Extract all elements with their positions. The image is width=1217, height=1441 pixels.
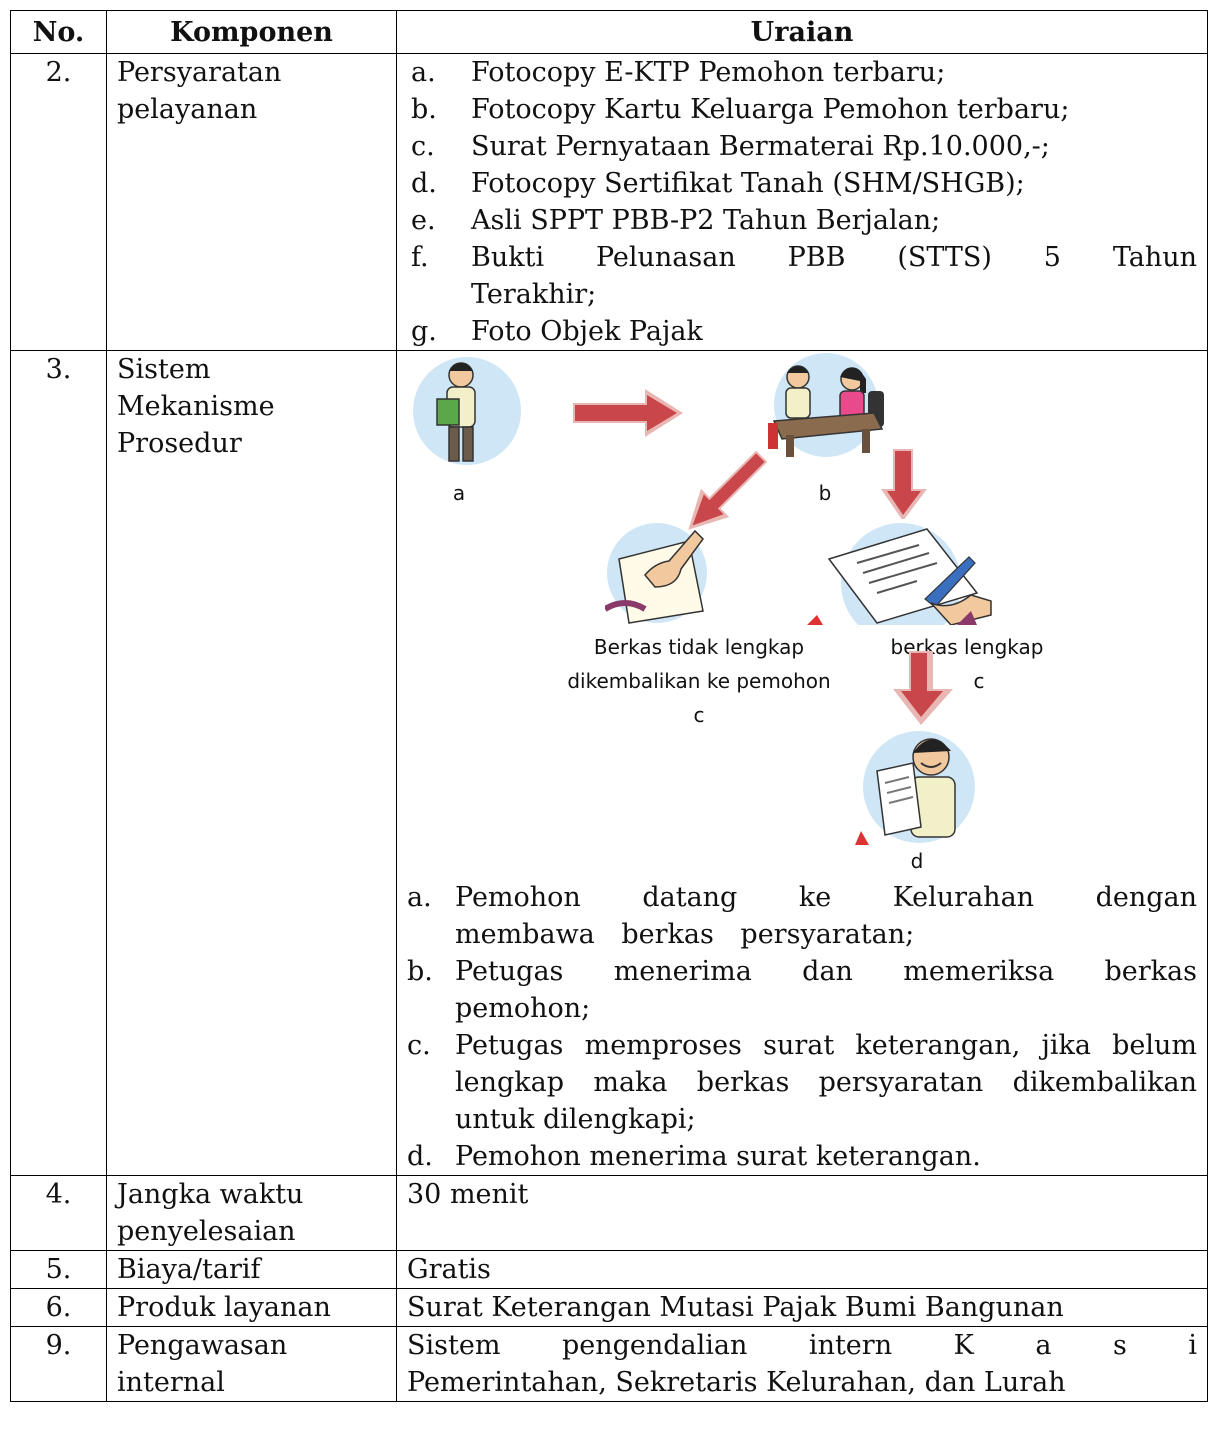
complete-label-c: c — [973, 669, 985, 693]
item-letter: b. — [411, 94, 437, 125]
row-uraian: a b — [396, 350, 1208, 1176]
arrow-down-left-icon — [669, 447, 781, 539]
row-uraian: Sistem pengendalian intern K a s i Pemer… — [396, 1326, 1208, 1402]
item-letter: a. — [411, 57, 436, 88]
row-number: 3. — [10, 350, 107, 1176]
header-uraian: Uraian — [396, 10, 1208, 54]
table-row: 3. Sistem Mekanisme Prosedur — [10, 350, 1208, 1176]
row-uraian: 30 menit — [396, 1175, 1208, 1251]
list-item: c. Surat Pernyataan Bermaterai Rp.10.000,… — [407, 128, 1197, 165]
table-row: 2. Persyaratan pelayanan a. Fotocopy E-KT… — [10, 53, 1208, 351]
requirements-list: a. Fotocopy E-KTP Pemohon terbaru; b. Foto… — [407, 54, 1197, 350]
row-number: 2. — [10, 53, 107, 351]
step-text: Pemohon datang ke Kelurahan dengan memba… — [455, 882, 1197, 950]
table-row: 6. Produk layanan Surat Keterangan Mutas… — [10, 1288, 1208, 1327]
step-letter: a. — [407, 882, 432, 913]
header-no: No. — [10, 10, 107, 54]
arrow-down-icon — [893, 651, 955, 725]
officer-desk-illustration — [764, 351, 888, 463]
row-uraian: Gratis — [396, 1250, 1208, 1289]
row-number: 5. — [10, 1250, 107, 1289]
step-label-a: a — [452, 481, 466, 505]
incomplete-label-c: c — [693, 703, 705, 727]
incomplete-label-line2: dikembalikan ke pemohon — [567, 669, 831, 693]
list-item: a. Pemohon datang ke Kelurahan dengan mem… — [407, 879, 1197, 953]
procedure-flow-diagram: a b — [399, 351, 1189, 879]
service-standard-table: No. Komponen Uraian 2. Persyaratan pelay… — [10, 10, 1208, 1402]
item-letter: g. — [411, 316, 437, 347]
list-item: e. Asli SPPT PBB-P2 Tahun Berjalan; — [407, 202, 1197, 239]
row-uraian: a. Fotocopy E-KTP Pemohon terbaru; b. Foto… — [396, 53, 1208, 351]
step-letter: b. — [407, 956, 433, 987]
table-row: 4. Jangka waktu penyelesaian 30 menit — [10, 1175, 1208, 1251]
row-komponen: Sistem Mekanisme Prosedur — [106, 350, 397, 1176]
list-item: c. Petugas memproses surat keterangan, ji… — [407, 1027, 1197, 1138]
item-letter: d. — [411, 168, 437, 199]
step-text: Petugas memproses surat keterangan, jika… — [455, 1030, 1197, 1135]
uraian-line: Pemerintahan, Sekretaris Kelurahan, dan … — [407, 1367, 1066, 1398]
header-komponen: Komponen — [106, 10, 397, 54]
arrow-down-icon — [881, 449, 927, 521]
step-text: Petugas menerima dan memeriksa berkas pe… — [455, 956, 1197, 1024]
item-text: Fotocopy E-KTP Pemohon terbaru; — [471, 57, 946, 88]
list-item: f. Bukti Pelunasan PBB (STTS) 5 Tahun Ter… — [407, 239, 1197, 313]
row-uraian: Surat Keterangan Mutasi Pajak Bumi Bangu… — [396, 1288, 1208, 1327]
row-komponen: Pengawasan internal — [106, 1326, 397, 1402]
signing-document-illustration — [807, 519, 995, 625]
row-komponen: Biaya/tarif — [106, 1250, 397, 1289]
row-komponen: Jangka waktu penyelesaian — [106, 1175, 397, 1251]
row-number: 4. — [10, 1175, 107, 1251]
list-item: d. Pemohon menerima surat keterangan. — [407, 1138, 1197, 1175]
arrow-right-icon — [573, 387, 685, 439]
list-item: b. Fotocopy Kartu Keluarga Pemohon terbar… — [407, 91, 1197, 128]
row-number: 9. — [10, 1326, 107, 1402]
row-number: 6. — [10, 1288, 107, 1327]
step-letter: d. — [407, 1141, 433, 1172]
item-letter: e. — [411, 205, 436, 236]
row-komponen: Persyaratan pelayanan — [106, 53, 397, 351]
item-text: Asli SPPT PBB-P2 Tahun Berjalan; — [471, 205, 941, 236]
step-label-d: d — [910, 849, 924, 873]
list-item: g. Foto Objek Pajak — [407, 313, 1197, 350]
incomplete-label-line1: Berkas tidak lengkap — [593, 635, 805, 659]
item-text: Surat Pernyataan Bermaterai Rp.10.000,-; — [471, 131, 1050, 162]
procedure-steps-list: a. Pemohon datang ke Kelurahan dengan mem… — [407, 879, 1197, 1175]
table-row: 5. Biaya/tarif Gratis — [10, 1250, 1208, 1289]
list-item: d. Fotocopy Sertifikat Tanah (SHM/SHGB); — [407, 165, 1197, 202]
item-text: Bukti Pelunasan PBB (STTS) 5 Tahun Terak… — [471, 242, 1197, 310]
item-text: Fotocopy Kartu Keluarga Pemohon terbaru; — [471, 94, 1070, 125]
item-text: Foto Objek Pajak — [471, 316, 703, 347]
item-letter: f. — [411, 242, 429, 273]
applicant-walking-illustration — [409, 353, 521, 471]
row-komponen: Produk layanan — [106, 1288, 397, 1327]
item-letter: c. — [411, 131, 435, 162]
table-row: 9. Pengawasan internal Sistem pengendali… — [10, 1326, 1208, 1402]
table-header-row: No. Komponen Uraian — [10, 10, 1208, 54]
step-text: Pemohon menerima surat keterangan. — [455, 1141, 981, 1172]
item-text: Fotocopy Sertifikat Tanah (SHM/SHGB); — [471, 168, 1025, 199]
returned-document-illustration — [605, 519, 709, 627]
list-item: b. Petugas menerima dan memeriksa berkas … — [407, 953, 1197, 1027]
list-item: a. Fotocopy E-KTP Pemohon terbaru; — [407, 54, 1197, 91]
uraian-line: Sistem pengendalian intern K a s i — [407, 1330, 1197, 1361]
applicant-receiving-letter-illustration — [855, 727, 979, 845]
step-label-b: b — [818, 481, 832, 505]
step-letter: c. — [407, 1030, 431, 1061]
